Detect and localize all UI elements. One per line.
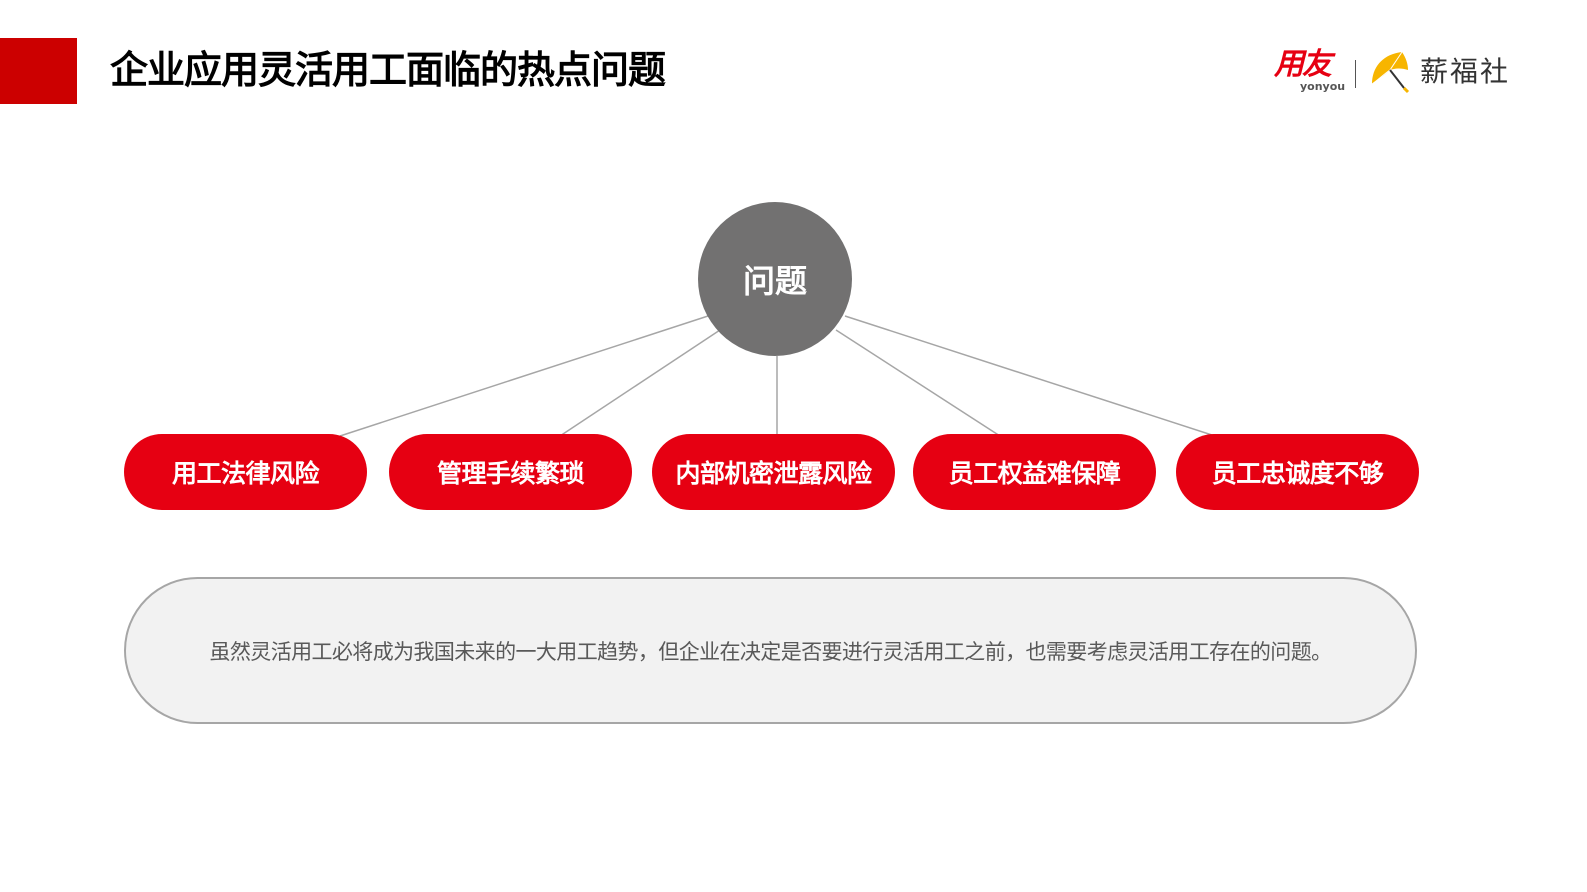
yonyou-logo-en: yonyou xyxy=(1300,80,1346,93)
node-confidential-leak-risk: 内部机密泄露风险 xyxy=(652,434,895,510)
node-employee-loyalty: 员工忠诚度不够 xyxy=(1176,434,1419,510)
node-label: 内部机密泄露风险 xyxy=(675,459,872,488)
hub-circle: 问题 xyxy=(698,202,852,356)
hub-label: 问题 xyxy=(742,262,807,300)
summary-box: 虽然灵活用工必将成为我国未来的一大用工趋势，但企业在决定是否要进行灵活用工之前，… xyxy=(124,577,1417,724)
node-label: 用工法律风险 xyxy=(171,459,320,488)
summary-text: 虽然灵活用工必将成为我国未来的一大用工趋势，但企业在决定是否要进行灵活用工之前，… xyxy=(209,639,1333,664)
yonyou-logo-cn: 用友 xyxy=(1274,47,1332,82)
yonyou-logo: 用友 yonyou xyxy=(1274,47,1345,94)
umbrella-icon xyxy=(1371,51,1410,94)
node-employee-rights: 员工权益难保障 xyxy=(913,434,1156,510)
node-label: 员工权益难保障 xyxy=(948,459,1121,488)
xinfushe-logo-text: 薪福社 xyxy=(1420,55,1511,88)
node-label: 管理手续繁琐 xyxy=(436,459,585,488)
logo-divider xyxy=(1355,60,1356,88)
page-title: 企业应用灵活用工面临的热点问题 xyxy=(110,48,666,92)
brand-logo: 用友 yonyou 薪福社 xyxy=(1272,48,1522,98)
node-legal-risk: 用工法律风险 xyxy=(124,434,367,510)
title-accent-block xyxy=(0,38,77,104)
node-complex-procedures: 管理手续繁琐 xyxy=(389,434,632,510)
node-label: 员工忠诚度不够 xyxy=(1211,459,1384,488)
